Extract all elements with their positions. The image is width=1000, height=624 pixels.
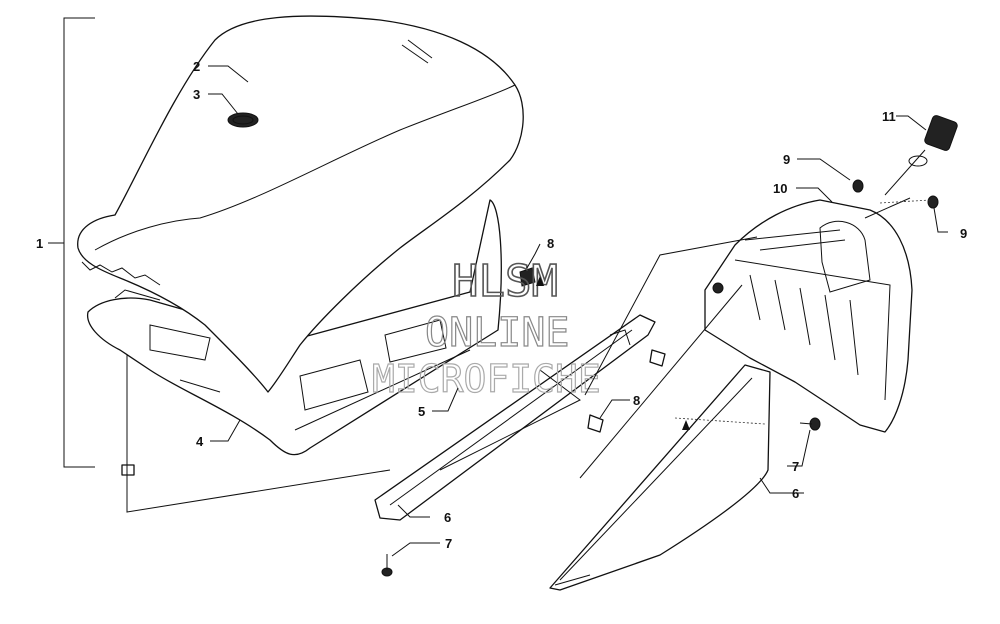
callout-5: 5 bbox=[418, 404, 425, 419]
callout-2: 2 bbox=[193, 59, 200, 74]
callout-1: 1 bbox=[36, 236, 43, 251]
callout-8-middle: 8 bbox=[633, 393, 640, 408]
callout-3: 3 bbox=[193, 87, 200, 102]
side-rail-right bbox=[549, 364, 771, 591]
callout-6-left: 6 bbox=[444, 510, 451, 525]
callout-4: 4 bbox=[196, 434, 204, 449]
callout-8-top: 8 bbox=[547, 236, 554, 251]
watermark: HLSM ONLINE MICROFICHE bbox=[371, 255, 601, 401]
callouts: 1 2 3 4 5 6 6 7 7 8 8 9 9 10 11 bbox=[36, 59, 967, 551]
callout-7-right: 7 bbox=[792, 459, 799, 474]
seat-cushion bbox=[77, 15, 524, 393]
seat-emblem bbox=[227, 112, 259, 128]
arrow-marker bbox=[536, 276, 544, 286]
seat-base bbox=[87, 199, 502, 456]
callout-9-top: 9 bbox=[783, 152, 790, 167]
watermark-line-2: ONLINE bbox=[425, 310, 570, 356]
assembly-bracket bbox=[48, 17, 95, 468]
watermark-line-3: MICROFICHE bbox=[372, 357, 601, 401]
callout-6-right: 6 bbox=[792, 486, 799, 501]
arrow-marker bbox=[682, 420, 690, 430]
power-outlet bbox=[908, 115, 958, 167]
side-rail-left bbox=[374, 314, 656, 521]
fasteners bbox=[121, 179, 939, 577]
callout-9-right: 9 bbox=[960, 226, 967, 241]
leader-lines bbox=[126, 65, 948, 557]
callout-7-bottom: 7 bbox=[445, 536, 452, 551]
callout-11: 11 bbox=[882, 109, 896, 124]
callout-10: 10 bbox=[773, 181, 787, 196]
rear-housing bbox=[704, 199, 913, 433]
